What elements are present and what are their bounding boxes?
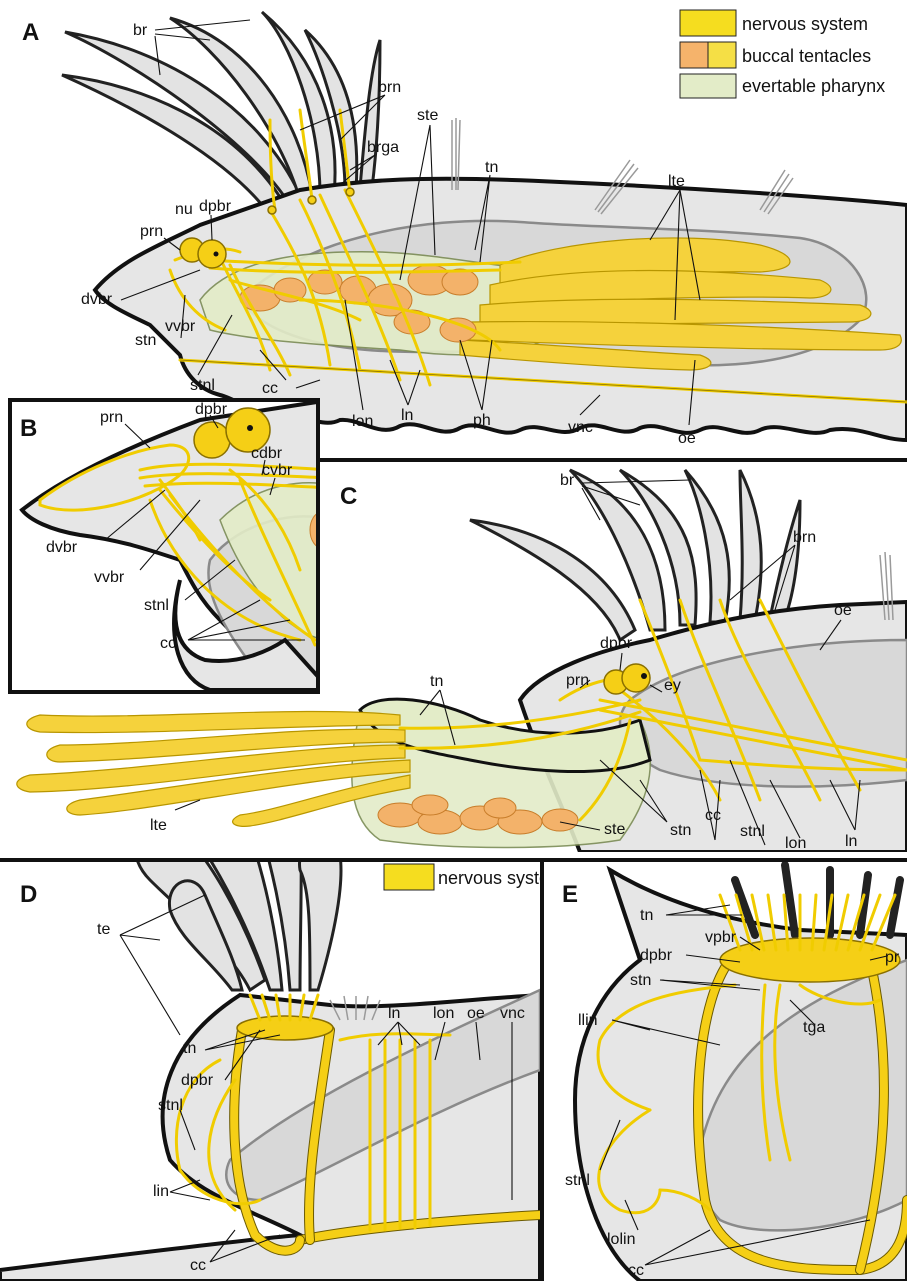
panel-a-label-nu: nu xyxy=(175,201,193,218)
panel-a-label-dvbr: dvbr xyxy=(81,291,113,308)
panel-b-label-cdbr: cdbr xyxy=(251,445,283,462)
panel-a-label-vnc: vnc xyxy=(568,419,593,436)
panel-b-label-prn: prn xyxy=(100,409,123,426)
panel-c-label-oe: oe xyxy=(834,602,852,619)
panel-a: nervous system buccal tentacles evertabl… xyxy=(22,10,907,447)
panel-c-label-stn: stn xyxy=(670,822,691,839)
panel-c-label-tn: tn xyxy=(430,673,443,690)
panel-b-label-dvbr: dvbr xyxy=(46,539,78,556)
panel-d-label-vnc: vnc xyxy=(500,1005,525,1022)
panel-a-label-lon: lon xyxy=(352,413,373,430)
panel-d-label-cc: cc xyxy=(190,1257,206,1274)
panel-c-label-ln: ln xyxy=(845,833,857,850)
panel-a-label-stn: stn xyxy=(135,332,156,349)
panel-a-label-brn: brn xyxy=(378,79,401,96)
panel-e-label-vpbr: vpbr xyxy=(705,929,737,946)
panel-d-label-stnl: stnl xyxy=(158,1097,183,1114)
panel-d-label-oe: oe xyxy=(467,1005,485,1022)
panel-e-label-cc: cc xyxy=(628,1262,644,1279)
panel-e: E tn vpbr dpbr pr stn llin tga stnl loli… xyxy=(562,865,907,1281)
panel-e-label-dpbr: dpbr xyxy=(640,947,673,964)
panel-c-label-cc: cc xyxy=(705,807,721,824)
panel-a-label-brga: brga xyxy=(367,139,399,156)
panel-b: B dpbr prn cdbr cvbr dvbr vvbr stnl cc xyxy=(10,400,334,692)
panel-a-label-oe: oe xyxy=(678,430,696,447)
panel-a-label-lte: lte xyxy=(668,173,685,190)
legend-evertable-pharynx: evertable pharynx xyxy=(742,76,885,96)
panel-e-label-llin: llin xyxy=(578,1012,598,1029)
panel-c-letter: C xyxy=(340,483,357,510)
panel-e-label-tn: tn xyxy=(640,907,653,924)
panel-e-label-lolin: lolin xyxy=(607,1231,635,1248)
legend-buccal-tentacles: buccal tentacles xyxy=(742,46,871,66)
panel-c-label-lte: lte xyxy=(150,817,167,834)
panel-c-label-stnl: stnl xyxy=(740,823,765,840)
panel-a-label-cc: cc xyxy=(262,380,278,397)
panel-d-label-dpbr: dpbr xyxy=(181,1072,214,1089)
panel-a-label-ln: ln xyxy=(401,407,413,424)
panel-d-label-tn: tn xyxy=(183,1040,196,1057)
panel-d-label-te: te xyxy=(97,921,110,938)
panel-b-label-stnl: stnl xyxy=(144,597,169,614)
panel-a-label-prn: prn xyxy=(140,223,163,240)
panel-d-legend-nervous-system: nervous system xyxy=(438,868,564,888)
panel-e-label-pr: pr xyxy=(885,949,900,966)
panel-a-label-tn: tn xyxy=(485,159,498,176)
panel-d-label-ln: ln xyxy=(388,1005,400,1022)
panel-b-letter: B xyxy=(20,415,37,442)
panel-b-label-cc: cc xyxy=(160,635,176,652)
panel-d-letter: D xyxy=(20,881,37,908)
panel-c-label-brn: brn xyxy=(793,529,816,546)
panel-c-label-dpbr: dpbr xyxy=(600,635,633,652)
panel-c-label-ste: ste xyxy=(604,821,625,838)
panel-c-label-prn: prn xyxy=(566,672,589,689)
panel-b-label-vvbr: vvbr xyxy=(94,569,125,586)
legend: nervous system buccal tentacles evertabl… xyxy=(680,10,885,98)
panel-c-label-ey: ey xyxy=(664,677,681,694)
panel-b-label-dpbr: dpbr xyxy=(195,401,228,418)
panel-c-label-lon: lon xyxy=(785,835,806,852)
panel-c-long-tentacles xyxy=(17,711,410,826)
panel-d-label-lon: lon xyxy=(433,1005,454,1022)
panel-a-label-ph: ph xyxy=(473,412,491,429)
panel-e-label-stn: stn xyxy=(630,972,651,989)
panel-d-label-lin: lin xyxy=(153,1183,169,1200)
panel-a-label-dpbr: dpbr xyxy=(199,198,232,215)
panel-a-label-br: br xyxy=(133,22,148,39)
panel-b-label-cvbr: cvbr xyxy=(262,462,293,479)
panel-a-label-ste: ste xyxy=(417,107,438,124)
panel-e-label-tga: tga xyxy=(803,1019,825,1036)
panel-a-label-vvbr: vvbr xyxy=(165,318,196,335)
panel-a-label-stnl: stnl xyxy=(190,377,215,394)
panel-e-label-stnl: stnl xyxy=(565,1172,590,1189)
panel-e-letter: E xyxy=(562,881,578,908)
panel-a-letter: A xyxy=(22,19,39,46)
panel-c-label-br: br xyxy=(560,472,575,489)
legend-nervous-system: nervous system xyxy=(742,14,868,34)
